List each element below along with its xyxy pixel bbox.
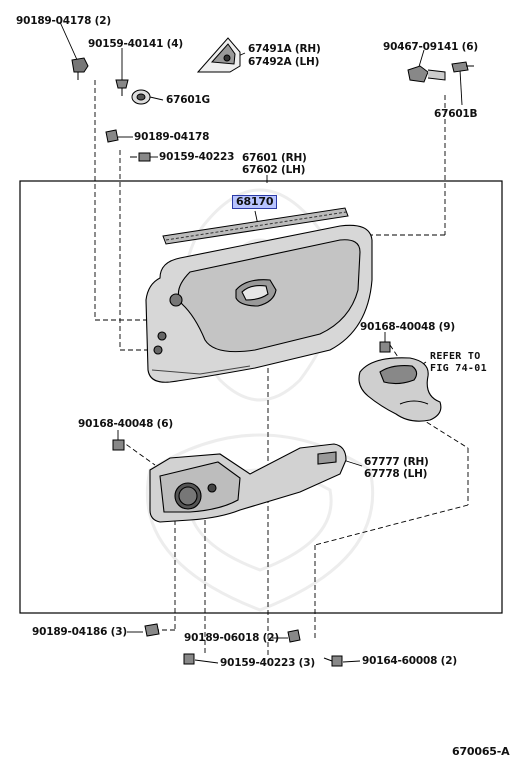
part-label: 90168-40048 (9) [360,321,455,333]
screw-icon [451,61,474,73]
part-label: 67491A (RH) [248,43,321,55]
mirror-cover-icon [196,37,241,73]
grommet-icon [131,89,151,105]
clip-icon [407,65,446,83]
part-label: 67601B [434,108,478,120]
part-label: 90189-04178 (2) [16,15,111,27]
part-label: 67601G [166,94,210,106]
part-label: 67777 (RH) [364,456,429,468]
clip-icon [144,623,160,637]
part-label: 67601 (RH) [242,152,307,164]
part-label: 90164-60008 (2) [362,655,457,667]
armrest-bezel [358,357,442,422]
screw-icon [183,653,195,665]
part-label: 90159-40141 (4) [88,38,183,50]
clip-icon [287,629,301,643]
screw-icon [112,439,125,451]
part-label: 90189-04178 [134,131,210,143]
part-label: 90159-40223 (3) [220,657,315,669]
screw-icon [115,79,129,96]
solid-leaders [59,21,463,664]
part-label: 67602 (LH) [242,164,306,176]
figure-number: 670065-A [452,745,510,758]
clip-icon [105,129,119,143]
lower-trim-panel [149,443,347,523]
part-label: 90467-09141 (6) [383,41,478,53]
part-label: 90189-04186 (3) [32,626,127,638]
dashed-leaders [94,80,469,655]
screw-icon [379,341,391,353]
reference-label: FIG 74-01 [430,363,487,374]
part-label: 90168-40048 (6) [78,418,173,430]
part-label-highlighted[interactable]: 68170 [232,195,278,209]
screw-icon [323,655,343,667]
assembly-frame [19,180,503,614]
part-label: 90189-06018 (2) [184,632,279,644]
door-trim-panel [145,224,373,383]
part-label: 67778 (LH) [364,468,428,480]
weatherstrip-icon [162,207,349,245]
part-label: 67492A (LH) [248,56,320,68]
part-label: 90159-40223 [159,151,235,163]
reference-label: REFER TO [430,351,481,362]
screw-icon [130,152,151,162]
retainer-clip [71,57,89,80]
